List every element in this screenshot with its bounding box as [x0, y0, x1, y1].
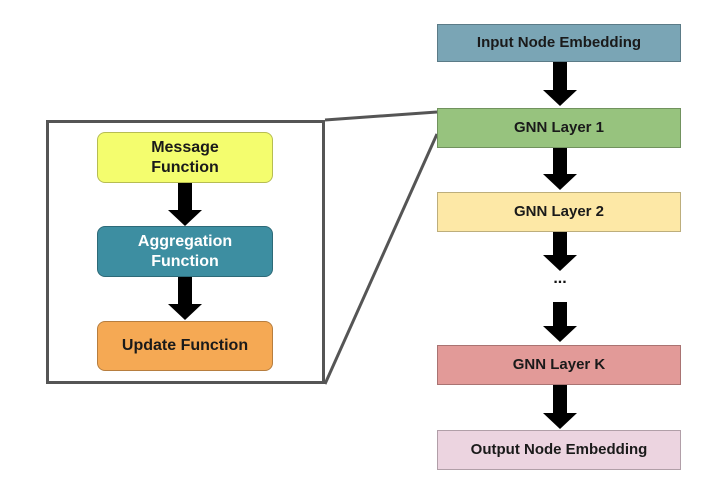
layer-detail-frame: [46, 120, 325, 384]
arrow-aggregation-to-update: [168, 277, 202, 320]
gnn-layer-k-box: GNN Layer K: [437, 345, 681, 385]
aggregation-function-box: Aggregation Function: [97, 226, 273, 277]
update-function-label: Update Function: [121, 337, 249, 354]
arrow-layerk-to-output: [543, 385, 577, 429]
arrow-input-to-layer1: [543, 62, 577, 106]
arrow-message-to-aggregation: [168, 183, 202, 226]
message-function-label: Message Function: [151, 138, 219, 176]
input-node-embedding-box: Input Node Embedding: [437, 24, 681, 62]
update-function-box: Update Function: [97, 321, 273, 371]
arrow-layer2-to-dots: [543, 232, 577, 271]
layers-ellipsis: ...: [553, 270, 567, 287]
gnn-layer-2-label: GNN Layer 2: [513, 203, 605, 220]
zoom-connector-top: [324, 110, 438, 122]
gnn-layer-2-box: GNN Layer 2: [437, 192, 681, 232]
gnn-layer-k-label: GNN Layer K: [512, 356, 606, 373]
gnn-layer-1-label: GNN Layer 1: [513, 119, 605, 136]
arrow-layer1-to-layer2: [543, 148, 577, 190]
zoom-connector-bottom: [323, 133, 439, 385]
output-node-embedding-box: Output Node Embedding: [437, 430, 681, 470]
arrow-dots-to-layerk: [543, 302, 577, 342]
gnn-layer-1-box: GNN Layer 1: [437, 108, 681, 148]
output-node-embedding-label: Output Node Embedding: [470, 441, 648, 458]
message-function-box: Message Function: [97, 132, 273, 183]
input-node-embedding-label: Input Node Embedding: [476, 34, 642, 51]
aggregation-function-label: Aggregation Function: [137, 232, 233, 270]
